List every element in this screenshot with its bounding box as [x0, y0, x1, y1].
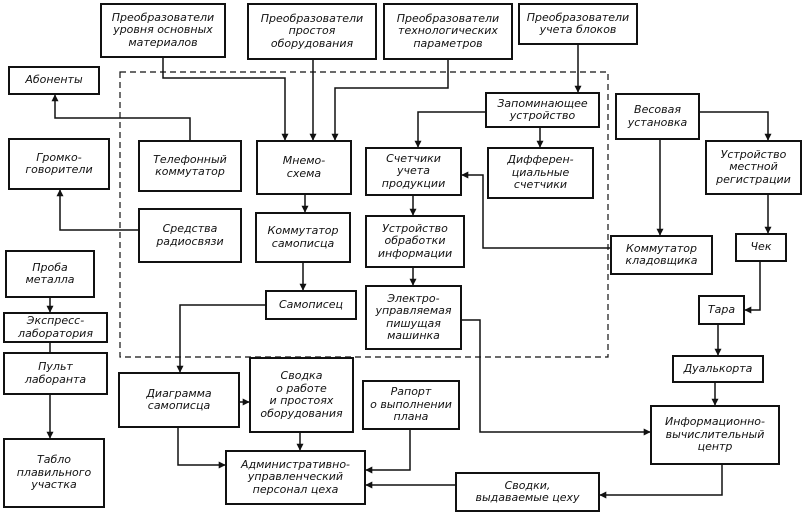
block-recorder: Самописец: [265, 290, 357, 320]
block-product-counters: Счетчики учета продукции: [365, 147, 462, 196]
block-recorder-diagram: Диаграмма самописца: [118, 372, 240, 428]
block-converters-equipment-idle: Преобразователи простоя оборудования: [247, 3, 377, 60]
block-plan-report: Рапорт о выполнении плана: [362, 380, 460, 430]
block-express-lab: Экспресс- лаборатория: [3, 312, 108, 343]
arrow-phone-to-subscribers: [51, 94, 191, 140]
arrow-diagram-to-admin: [177, 428, 226, 469]
block-local-registration: Устройство местной регистрации: [705, 140, 802, 195]
arrow-scale-to-localreg: [700, 111, 772, 141]
block-shop-summaries: Сводки, выдаваемые цеху: [455, 472, 600, 512]
block-converters-tech-params: Преобразователи технологических параметр…: [383, 3, 513, 60]
block-info-computing-center: Информационно- вычислительный центр: [650, 405, 780, 465]
block-melting-scoreboard: Табло плавильного участка: [3, 438, 105, 508]
block-processing-device: Устройство обработки информации: [365, 215, 465, 268]
block-recorder-switch: Коммутатор самописца: [255, 212, 351, 263]
arrow-memory-to-counters: [414, 111, 485, 148]
arrow-tech-to-mnemo: [331, 60, 449, 141]
arrow-storekeeper-to-counters: [461, 171, 610, 249]
block-converters-block-accounting: Преобразователи учета блоков: [518, 3, 638, 45]
block-electric-typewriter: Электро- управляемая пишущая машинка: [365, 285, 462, 350]
block-converters-material-level: Преобразователи уровня основных материал…: [100, 3, 226, 58]
block-admin-staff: Административно- управленческий персонал…: [225, 450, 366, 505]
block-loudspeakers: Громко- говорители: [8, 138, 110, 190]
block-memory-device: Запоминающее устройство: [485, 92, 600, 128]
arrow-report-to-admin: [365, 430, 411, 474]
block-tara: Тара: [698, 295, 745, 325]
block-dualcard: Дуалькорта: [672, 355, 764, 383]
block-radio-comms: Средства радиосвязи: [138, 208, 242, 263]
block-storekeeper-switch: Коммутатор кладовщика: [610, 235, 713, 275]
block-differential-counters: Дифферен- циальные счетчики: [487, 147, 594, 199]
block-equipment-summary: Сводка о работе и простоях оборудования: [249, 357, 354, 433]
block-lab-console: Пульт лаборанта: [3, 352, 108, 395]
arrow-radio-to-speakers: [56, 189, 138, 231]
block-phone-switch: Телефонный коммутатор: [138, 140, 242, 192]
arrow-typewriter-to-center: [462, 319, 651, 436]
dashed-group-frame: [119, 71, 609, 358]
block-mnemo-scheme: Мнемо- схема: [256, 140, 352, 195]
block-weighing-unit: Весовая установка: [615, 93, 700, 140]
arrow-check-to-tara: [744, 262, 761, 314]
arrow-center-to-summaries: [599, 465, 723, 499]
block-subscribers: Абоненты: [8, 66, 100, 95]
arrow-recorder-to-diagram: [176, 304, 265, 373]
block-metal-sample: Проба металла: [5, 250, 95, 298]
arrow-level-to-mnemo: [162, 58, 289, 141]
block-check: Чек: [735, 233, 787, 262]
